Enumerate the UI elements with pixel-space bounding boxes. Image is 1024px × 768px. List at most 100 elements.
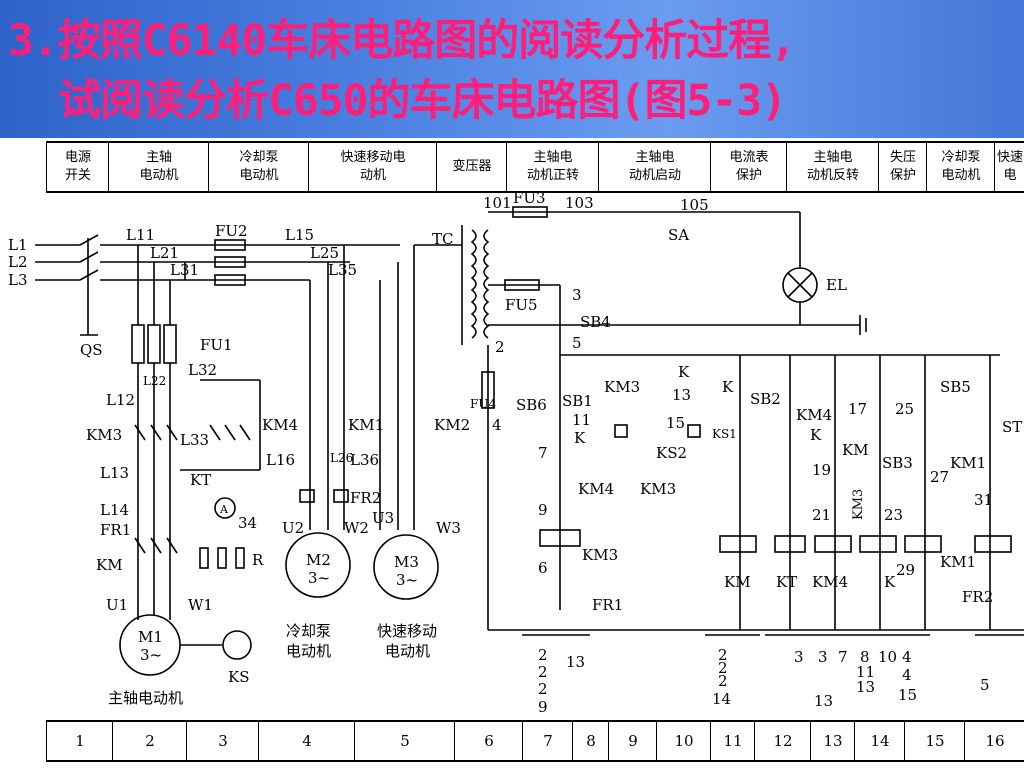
xref-13-a: 3	[794, 648, 804, 666]
label-17: 17	[848, 400, 867, 418]
label-KM3d: KM3	[640, 480, 676, 498]
label-coolant-2: 电动机	[286, 642, 331, 660]
label-K1: K	[678, 363, 690, 381]
xref-13-d: 7	[838, 648, 848, 666]
label-L3: L3	[8, 271, 28, 289]
xref-11-b: 2	[718, 659, 728, 677]
lighting-circuit	[488, 206, 867, 335]
header-cell: 变压器	[436, 143, 507, 191]
label-W1: W1	[188, 596, 213, 614]
label-KM4d: KM4	[812, 573, 848, 591]
label-7: 7	[538, 444, 548, 462]
xref-15-b: 4	[902, 666, 912, 684]
column-number: 7	[522, 722, 573, 760]
column-number: 6	[454, 722, 523, 760]
label-FU5: FU5	[505, 296, 538, 314]
header-cell: 冷却泵 电动机	[926, 143, 995, 191]
header-cell: 主轴电 动机启动	[598, 143, 711, 191]
label-TC: TC	[432, 230, 453, 248]
xref-7-c: 2	[538, 680, 548, 698]
label-SB2: SB2	[750, 390, 781, 408]
label-34: 34	[238, 514, 257, 532]
label-KM1c: KM1	[940, 553, 976, 571]
label-QS: QS	[80, 341, 103, 359]
xref-13-c: 13	[814, 692, 833, 710]
label-M3: M3	[394, 553, 419, 571]
label-M2: M2	[306, 551, 331, 569]
column-number-table: 1 2 3 4 5 6 7 8 9 10 11 12 13 14 15 16	[46, 720, 1024, 762]
label-K3: K	[574, 429, 586, 447]
label-W2: W2	[344, 519, 369, 537]
column-number: 2	[112, 722, 187, 760]
contacts-km3-km	[134, 379, 261, 554]
label-L12: L12	[106, 391, 135, 409]
label-KM6: KM	[724, 573, 751, 591]
label-M2-phase: 3~	[308, 569, 330, 587]
label-SB3: SB3	[882, 454, 913, 472]
column-number: 13	[810, 722, 855, 760]
transformer-tc	[414, 225, 490, 345]
label-13: 13	[672, 386, 691, 404]
header-cell: 主轴电 动机正转	[506, 143, 599, 191]
label-FU2: FU2	[215, 222, 248, 240]
xref-15-c: 15	[898, 686, 917, 704]
xref-13-g: 13	[856, 678, 875, 696]
header-cell: 冷却泵 电动机	[208, 143, 309, 191]
fuse-fu2	[214, 239, 246, 286]
label-K4: K	[810, 426, 822, 444]
label-3: 3	[572, 286, 582, 304]
title-line-2: 试阅读分析C650的车床电路图(图5-3)	[58, 76, 787, 126]
label-25: 25	[895, 400, 914, 418]
label-R: R	[252, 551, 264, 569]
label-L35: L35	[328, 261, 357, 279]
label-15: 15	[666, 414, 685, 432]
title-banner: 3.按照C6140车床电路图的阅读分析过程, 试阅读分析C650的车床电路图(图…	[0, 0, 1024, 138]
label-FR1b: FR1	[592, 596, 623, 614]
label-KM3b: KM3	[604, 378, 640, 396]
label-L36: L36	[350, 451, 379, 469]
label-L21: L21	[150, 244, 179, 262]
label-19: 19	[812, 461, 831, 479]
label-spindle-motor: 主轴电动机	[108, 689, 183, 707]
label-KM2a: KM2	[434, 416, 470, 434]
label-27: 27	[930, 468, 949, 486]
xref-13-b: 3	[818, 648, 828, 666]
label-11: 11	[572, 411, 591, 429]
label-KS: KS	[228, 668, 249, 686]
label-KS2: KS2	[656, 444, 687, 462]
label-101: 101	[483, 194, 512, 212]
label-L15: L15	[285, 226, 314, 244]
label-FR2a: FR2	[350, 489, 381, 507]
column-number: 5	[354, 722, 455, 760]
label-L2: L2	[8, 253, 28, 271]
control-circuit	[481, 285, 1024, 631]
xref-7-d: 9	[538, 698, 548, 716]
header-cell: 快速移动电 动机	[308, 143, 437, 191]
label-KT2: KT	[776, 573, 797, 591]
column-number: 8	[572, 722, 609, 760]
label-KMa: KM	[96, 556, 123, 574]
xref-15-a: 4	[902, 648, 912, 666]
label-rapid-1: 快速移动	[377, 622, 437, 640]
label-L11: L11	[126, 226, 155, 244]
label-ST: ST	[1002, 418, 1022, 436]
label-KS1: KS1	[712, 427, 737, 441]
label-KM1b: KM1	[950, 454, 986, 472]
xref-13-e: 8	[860, 648, 870, 666]
label-U1: U1	[106, 596, 128, 614]
label-FU3: FU3	[513, 190, 546, 207]
column-number: 9	[608, 722, 657, 760]
label-M3-phase: 3~	[396, 571, 418, 589]
xref-11-c: 2	[718, 672, 728, 690]
label-SB4: SB4	[580, 313, 611, 331]
label-L1: L1	[8, 236, 28, 254]
xref-7-a: 2	[538, 646, 548, 664]
label-M1: M1	[138, 628, 163, 646]
label-KM4c: KM4	[578, 480, 614, 498]
label-L25: L25	[310, 244, 339, 262]
label-KT: KT	[190, 471, 211, 489]
label-L16: L16	[266, 451, 295, 469]
label-K5: K	[884, 573, 896, 591]
label-21: 21	[812, 506, 831, 524]
label-U2: U2	[282, 519, 304, 537]
